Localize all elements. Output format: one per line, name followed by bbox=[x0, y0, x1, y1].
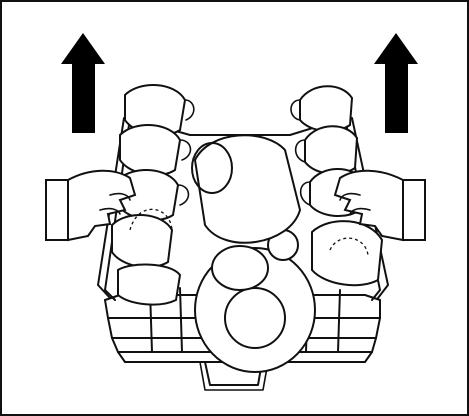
left-cups bbox=[111, 83, 195, 306]
right-arrow-up-icon bbox=[374, 33, 418, 133]
large-cup bbox=[191, 134, 302, 244]
left-arrow-up-icon bbox=[61, 33, 105, 133]
left-hand bbox=[45, 169, 137, 242]
plates bbox=[194, 229, 316, 373]
right-hand bbox=[333, 169, 426, 242]
